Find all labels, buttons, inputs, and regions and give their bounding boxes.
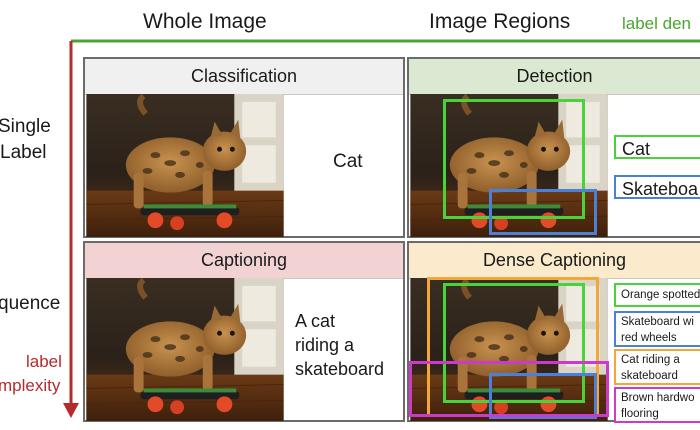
dense-caption-orange-spotted: Orange spotted bbox=[614, 283, 700, 307]
dense-caption-brown-flooring: Brown hardwo flooring bbox=[614, 387, 700, 423]
caption-text: A cat riding a skateboard bbox=[295, 311, 385, 379]
row-label-sequence: quence bbox=[0, 293, 61, 314]
label-complexity-axis-title-line1: label bbox=[26, 352, 62, 371]
classification-title: Classification bbox=[85, 59, 403, 95]
cat-region-box bbox=[443, 283, 585, 403]
detection-label-cat: Cat bbox=[614, 135, 700, 159]
captioning-panel: Captioning A cat riding a skateboard bbox=[83, 241, 405, 422]
dense-captioning-title: Dense Captioning bbox=[409, 243, 700, 279]
detection-panel: Detection Cat Skateboa bbox=[407, 57, 700, 238]
captioning-title: Captioning bbox=[85, 243, 403, 279]
dense-captioning-panel: Dense Captioning Orange spotted Skateboa… bbox=[407, 241, 700, 423]
column-header-image-regions: Image Regions bbox=[429, 10, 571, 33]
dense-caption-cat-riding: Cat riding a skateboard bbox=[614, 349, 700, 385]
dense-caption-skateboard: Skateboard wi red wheels bbox=[614, 311, 700, 347]
classification-label: Cat bbox=[333, 151, 363, 172]
skateboard-region-box bbox=[489, 373, 597, 419]
classification-panel: Classification Cat bbox=[83, 57, 405, 238]
cat-photo bbox=[85, 94, 285, 237]
cat-bounding-box bbox=[443, 99, 585, 219]
floor-region-box bbox=[409, 361, 609, 417]
label-density-axis-title: label den bbox=[622, 14, 692, 33]
row-label-single-label: Single Label bbox=[0, 116, 51, 163]
skateboard-bounding-box bbox=[489, 189, 597, 235]
cat-photo bbox=[85, 278, 285, 421]
detection-label-skateboard: Skateboa bbox=[614, 175, 700, 199]
column-header-whole-image: Whole Image bbox=[143, 10, 267, 33]
label-complexity-arrowhead bbox=[63, 403, 79, 418]
label-complexity-axis-title-line2: mplexity bbox=[0, 376, 61, 395]
detection-title: Detection bbox=[409, 59, 700, 95]
